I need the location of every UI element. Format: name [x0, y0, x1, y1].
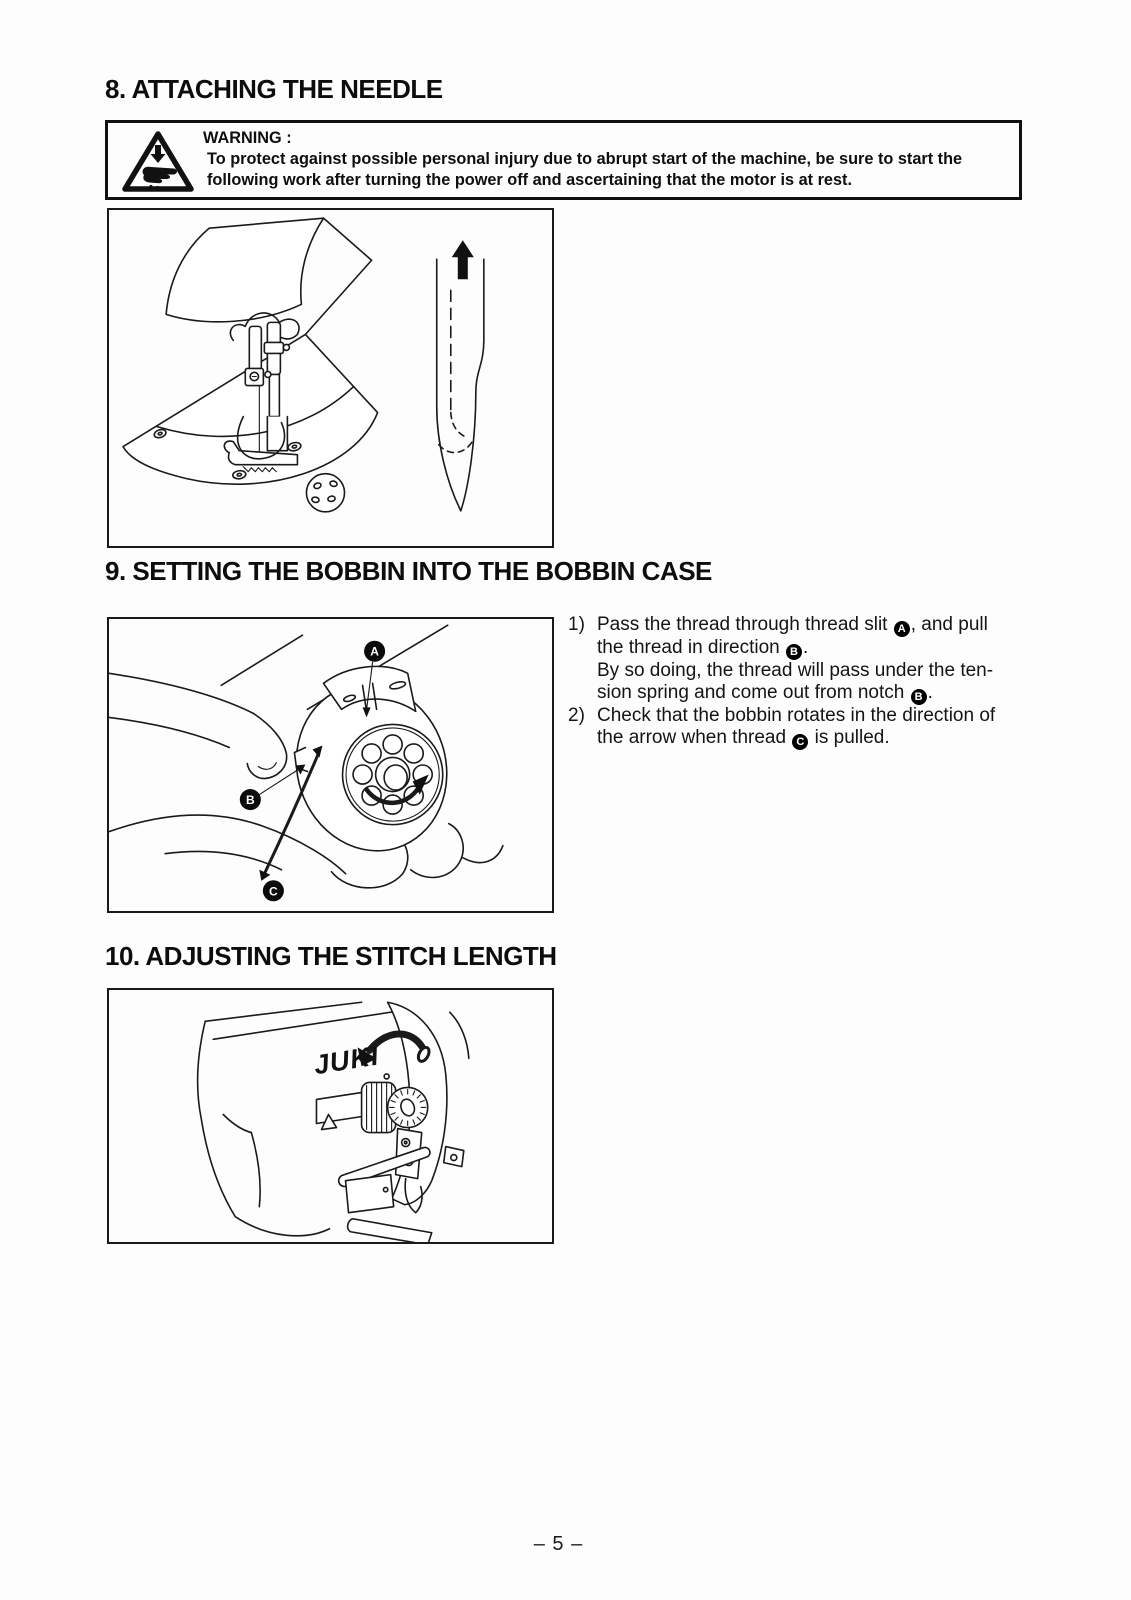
figure-needle-attachment	[107, 208, 554, 548]
warning-text: WARNING : To protect against possible pe…	[203, 128, 962, 191]
section-9-instructions: 1) Pass the thread through thread slit A,…	[568, 614, 1038, 750]
figure-marker-labels: A B C	[239, 640, 386, 902]
circled-letter-B: B	[786, 644, 803, 660]
warning-box: WARNING : To protect against possible pe…	[105, 120, 1022, 200]
juki-logo: JUKI	[312, 1040, 382, 1080]
marker-b-label: B	[246, 793, 255, 807]
step-marker: 1)	[568, 614, 585, 635]
figure-bobbin-setting: A B C	[107, 617, 554, 913]
marker-a-label: A	[370, 645, 379, 659]
warning-line-1: To protect against possible personal inj…	[207, 150, 963, 168]
figure-stitch-length-dial: JUKI	[107, 988, 554, 1244]
circled-letter-C: C	[792, 733, 809, 750]
needle-hand-warning-triangle-icon	[122, 131, 194, 192]
section-9-heading: 9. SETTING THE BOBBIN INTO THE BOBBIN CA…	[105, 556, 712, 586]
bobbin-case-illustration: A B C	[109, 624, 504, 902]
page-number: – 5 –	[533, 1533, 584, 1555]
section-10-heading: 10. ADJUSTING THE STITCH LENGTH	[105, 941, 557, 971]
step-marker: 2)	[568, 704, 585, 726]
instruction-step: 2) Check that the bobbin rotates in the d…	[568, 705, 1038, 750]
instruction-step: 1) Pass the thread through thread slit A,…	[568, 614, 1038, 705]
needle-attachment-illustration	[122, 217, 485, 513]
circled-letter-A: A	[893, 621, 910, 637]
section-8-heading: 8. ATTACHING THE NEEDLE	[105, 74, 443, 104]
stitch-dial-illustration: JUKI	[196, 1001, 470, 1242]
step-text: Pass the thread through thread slit A, a…	[597, 614, 994, 705]
warning-line-2: following work after turning the power o…	[207, 171, 852, 189]
marker-c-label: C	[269, 884, 278, 898]
circled-letter-B: B	[910, 688, 927, 705]
step-text: Check that the bobbin rotates in the dir…	[597, 704, 996, 750]
warning-title: WARNING :	[203, 129, 292, 147]
